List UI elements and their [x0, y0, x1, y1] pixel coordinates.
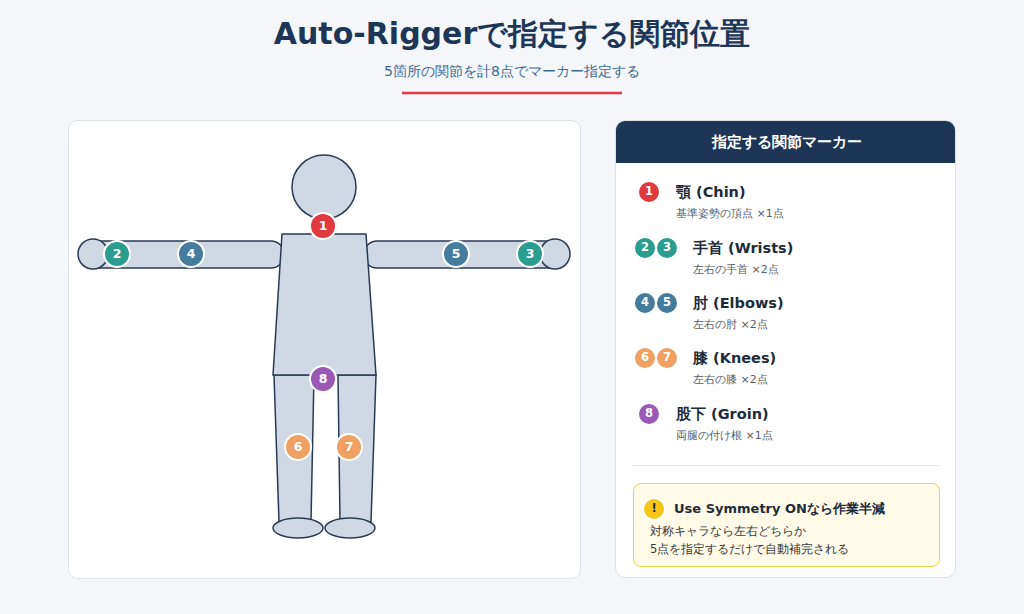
callout-number: 6 [294, 441, 303, 454]
callout-number: 1 [645, 186, 653, 198]
head [292, 155, 356, 219]
callout-number: 4 [187, 248, 196, 261]
callout-number: 5 [663, 297, 671, 309]
callout-number: 5 [452, 248, 461, 261]
badge: 4 [633, 291, 657, 315]
badge: 1 [637, 180, 661, 204]
divider [633, 465, 939, 466]
body-figure [78, 155, 570, 538]
callout-number: 8 [645, 408, 653, 420]
figure-panel [69, 121, 581, 579]
callout-number: 1 [319, 220, 328, 233]
warning-icon: ! [642, 497, 666, 521]
badge: 5 [655, 291, 679, 315]
callout-number: 3 [663, 242, 671, 254]
caption: 5箇所の関節を計8点でマーカー指定する [0, 63, 1024, 81]
callout-number: 7 [663, 352, 671, 364]
marker: 5 [442, 240, 470, 268]
joint-detail: 左右の手首 ×2点 [693, 262, 779, 277]
callout-number: 6 [641, 352, 649, 364]
marker: 8 [309, 365, 337, 393]
badge: 2 [633, 236, 657, 260]
badge: 3 [655, 236, 679, 260]
left-arm [80, 241, 284, 268]
marker: 7 [335, 433, 363, 461]
symmetry-note: Use Symmetry ONなら作業半減対称キャラなら左右どちらか 5点を指定… [633, 483, 940, 567]
callout-number: 2 [641, 242, 649, 254]
marker: 4 [177, 240, 205, 268]
note-body: 対称キャラなら左右どちらか 5点を指定するだけで自動補完される [650, 522, 932, 558]
note-heading: Use Symmetry ONなら作業半減 [674, 500, 885, 518]
left-foot [273, 518, 323, 538]
torso [273, 234, 376, 375]
callout-number: 8 [319, 373, 328, 386]
right-hand [540, 239, 570, 269]
marker: 1 [309, 212, 337, 240]
marker: 6 [284, 433, 312, 461]
card-heading: 指定する関節マーカー [616, 133, 956, 152]
joint-detail: 基準姿勢の頂点 ×1点 [676, 206, 784, 221]
joint-detail: 両腿の付け根 ×1点 [676, 428, 773, 443]
marker-card: 指定する関節マーカー顎 (Chin) 基準姿勢の頂点 ×1点手首 (Wrists)… [615, 120, 956, 578]
title: Auto-Riggerで指定する関節位置 [0, 14, 1024, 55]
marker: 2 [103, 240, 131, 268]
badge: 6 [633, 346, 657, 370]
callout-number: 3 [526, 248, 535, 261]
joint-detail: 左右の肘 ×2点 [693, 317, 768, 332]
badge: 7 [655, 346, 679, 370]
callout-number: 2 [113, 248, 122, 261]
right-foot [325, 518, 375, 538]
badge: 8 [637, 402, 661, 426]
warning-mark: ! [651, 503, 656, 515]
right-arm [364, 241, 568, 268]
joint-name: 手首 (Wrists) [693, 239, 793, 258]
callout-number: 4 [641, 297, 649, 309]
marker: 3 [516, 240, 544, 268]
joint-name: 肘 (Elbows) [693, 294, 784, 313]
callout-number: 7 [345, 441, 354, 454]
joint-detail: 左右の膝 ×2点 [693, 372, 768, 387]
caption-underline [402, 92, 622, 95]
joint-name: 股下 (Groin) [676, 405, 769, 424]
left-leg [274, 375, 314, 522]
joint-name: 顎 (Chin) [676, 183, 746, 202]
joint-name: 膝 (Knees) [693, 349, 776, 368]
